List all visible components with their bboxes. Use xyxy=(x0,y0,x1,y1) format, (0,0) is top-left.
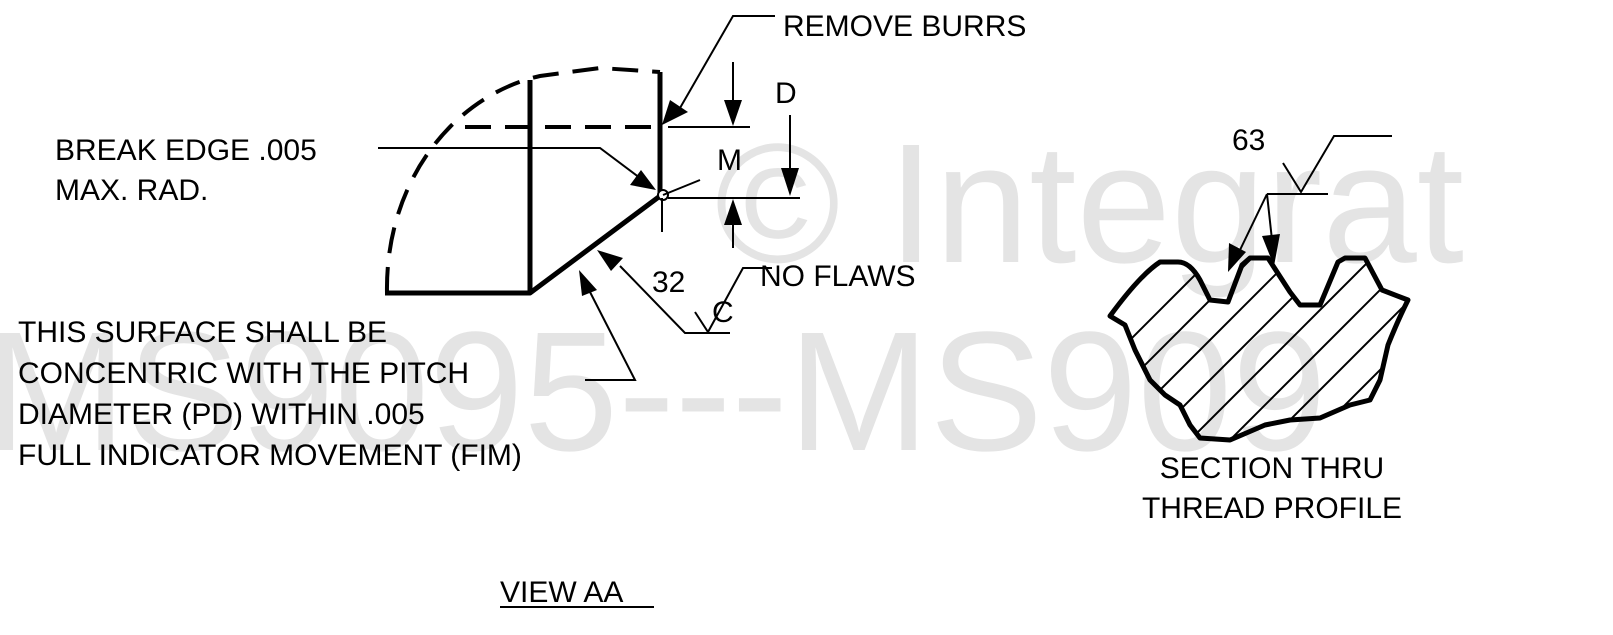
part-outline xyxy=(385,72,663,296)
concentric-callout: THIS SURFACE SHALL BE CONCENTRIC WITH TH… xyxy=(18,270,637,472)
dim-d-label: D xyxy=(775,77,797,110)
concentric-line-3: DIAMETER (PD) WITHIN .005 xyxy=(18,398,425,431)
view-aa-title: VIEW AA xyxy=(500,576,623,609)
no-flaws-label: NO FLAWS xyxy=(760,260,916,293)
view-aa-part xyxy=(384,65,701,296)
dimension-m: M xyxy=(668,62,800,248)
break-edge-callout: BREAK EDGE .005 MAX. RAD. xyxy=(55,134,656,207)
watermark-line-2: MS9095---MS909 xyxy=(0,297,1327,487)
concentric-line-1: THIS SURFACE SHALL BE xyxy=(18,316,387,349)
finish-value-32: 32 xyxy=(652,266,685,299)
surface-finish-63: 63 xyxy=(1228,124,1392,272)
break-edge-line-1: BREAK EDGE .005 xyxy=(55,134,317,167)
remove-burrs-callout: REMOVE BURRS xyxy=(662,10,1026,125)
concentric-line-2: CONCENTRIC WITH THE PITCH xyxy=(18,357,469,390)
finish-value-63: 63 xyxy=(1232,124,1265,157)
thread-caption-line-2: THREAD PROFILE xyxy=(1142,492,1402,525)
watermark-line-1: © Integrat xyxy=(715,109,1464,299)
surface-finish-32: 32 C NO FLAWS xyxy=(597,250,916,334)
outer-diameter-phantom-arc xyxy=(384,65,661,294)
break-edge-line-2: MAX. RAD. xyxy=(55,174,208,207)
remove-burrs-label: REMOVE BURRS xyxy=(783,10,1026,43)
concentric-line-4: FULL INDICATOR MOVEMENT (FIM) xyxy=(18,439,522,472)
dimension-d: D xyxy=(775,77,799,196)
finish-lay-c: C xyxy=(712,296,734,329)
thread-outline xyxy=(1107,255,1411,443)
thread-caption-line-1: SECTION THRU xyxy=(1160,452,1384,485)
dim-m-label: M xyxy=(717,144,742,177)
